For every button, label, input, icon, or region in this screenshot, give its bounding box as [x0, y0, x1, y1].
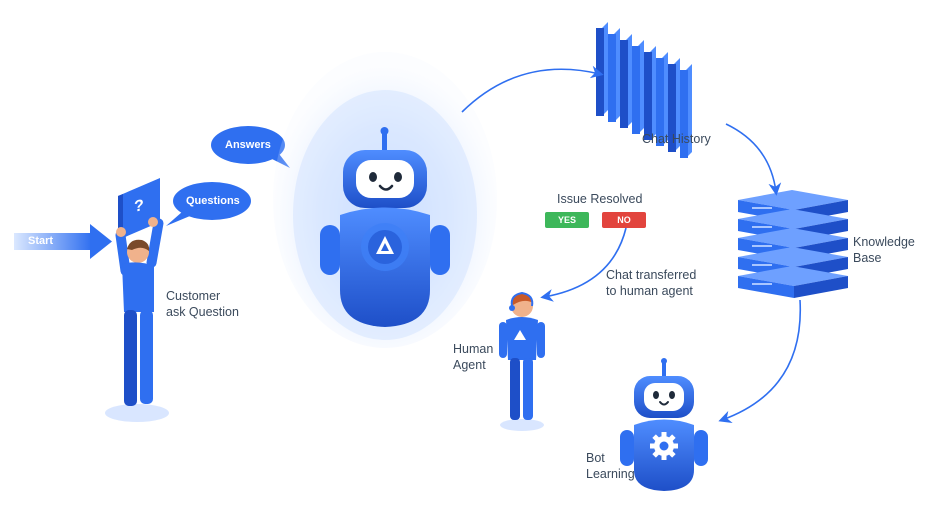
server-layer-top	[738, 190, 848, 210]
server-layer-top	[738, 247, 848, 267]
questions-label: Questions	[186, 195, 240, 207]
human-label-line2: Agent	[453, 358, 486, 372]
human-label-line1: Human	[453, 342, 494, 356]
questions-bubble	[166, 182, 251, 226]
customer-label: Customer ask Question	[166, 288, 239, 320]
human-agent-label: Human Agent	[453, 341, 493, 373]
chat-history-label: Chat History	[642, 132, 711, 146]
chat-history-page	[620, 40, 628, 128]
chat-history-page	[656, 58, 664, 146]
learning-bot	[620, 358, 708, 491]
chat-history-page	[632, 46, 640, 134]
bot-label-line2: Learning	[586, 467, 635, 481]
gear-icon	[650, 432, 678, 460]
start-label: Start	[28, 235, 54, 247]
server-layer-side	[794, 276, 848, 298]
transfer-label-line1: Chat transferred	[606, 268, 697, 282]
arrow-no-to-agent	[540, 227, 627, 302]
server-led	[752, 264, 772, 266]
chatbot	[273, 52, 497, 348]
bot-learning-label: Bot Learning	[586, 450, 635, 482]
knowledge-base-label: Knowledge Base	[853, 234, 915, 266]
no-button[interactable]: NO	[602, 212, 646, 228]
flow-arrows	[461, 65, 802, 423]
human-agent-figure	[499, 291, 545, 431]
knowledge-label-line2: Base	[853, 251, 882, 265]
chat-history-page	[596, 28, 604, 116]
server-layer-front	[738, 276, 794, 298]
issue-resolved-label: Issue Resolved	[557, 192, 643, 206]
answers-label: Answers	[225, 139, 271, 151]
server-led	[752, 207, 772, 209]
arrow-knowledge-to-learning	[718, 299, 802, 423]
server-led	[752, 226, 772, 228]
chat-transferred-label: Chat transferred to human agent	[606, 267, 696, 299]
server-layer-top	[738, 228, 848, 248]
server-led	[752, 245, 772, 247]
server-led	[752, 283, 772, 285]
server-layer-top	[738, 266, 848, 286]
server-layer-top	[738, 209, 848, 229]
question-mark: ?	[134, 196, 144, 217]
customer-figure	[105, 178, 169, 422]
start-arrow	[14, 224, 112, 259]
customer-label-line2: ask Question	[166, 305, 239, 319]
chat-history-page	[644, 52, 652, 140]
knowledge-base-server	[738, 190, 848, 298]
arrow-history-to-knowledge	[725, 123, 782, 196]
arrow-bot-to-history	[461, 65, 604, 113]
customer-label-line1: Customer	[166, 289, 221, 303]
transfer-label-line2: to human agent	[606, 284, 693, 298]
chat-history-page	[608, 34, 616, 122]
chat-history-page	[668, 64, 676, 152]
knowledge-label-line1: Knowledge	[853, 235, 915, 249]
chat-history-page	[680, 70, 688, 158]
yes-button[interactable]: YES	[545, 212, 589, 228]
bot-label-line1: Bot	[586, 451, 605, 465]
